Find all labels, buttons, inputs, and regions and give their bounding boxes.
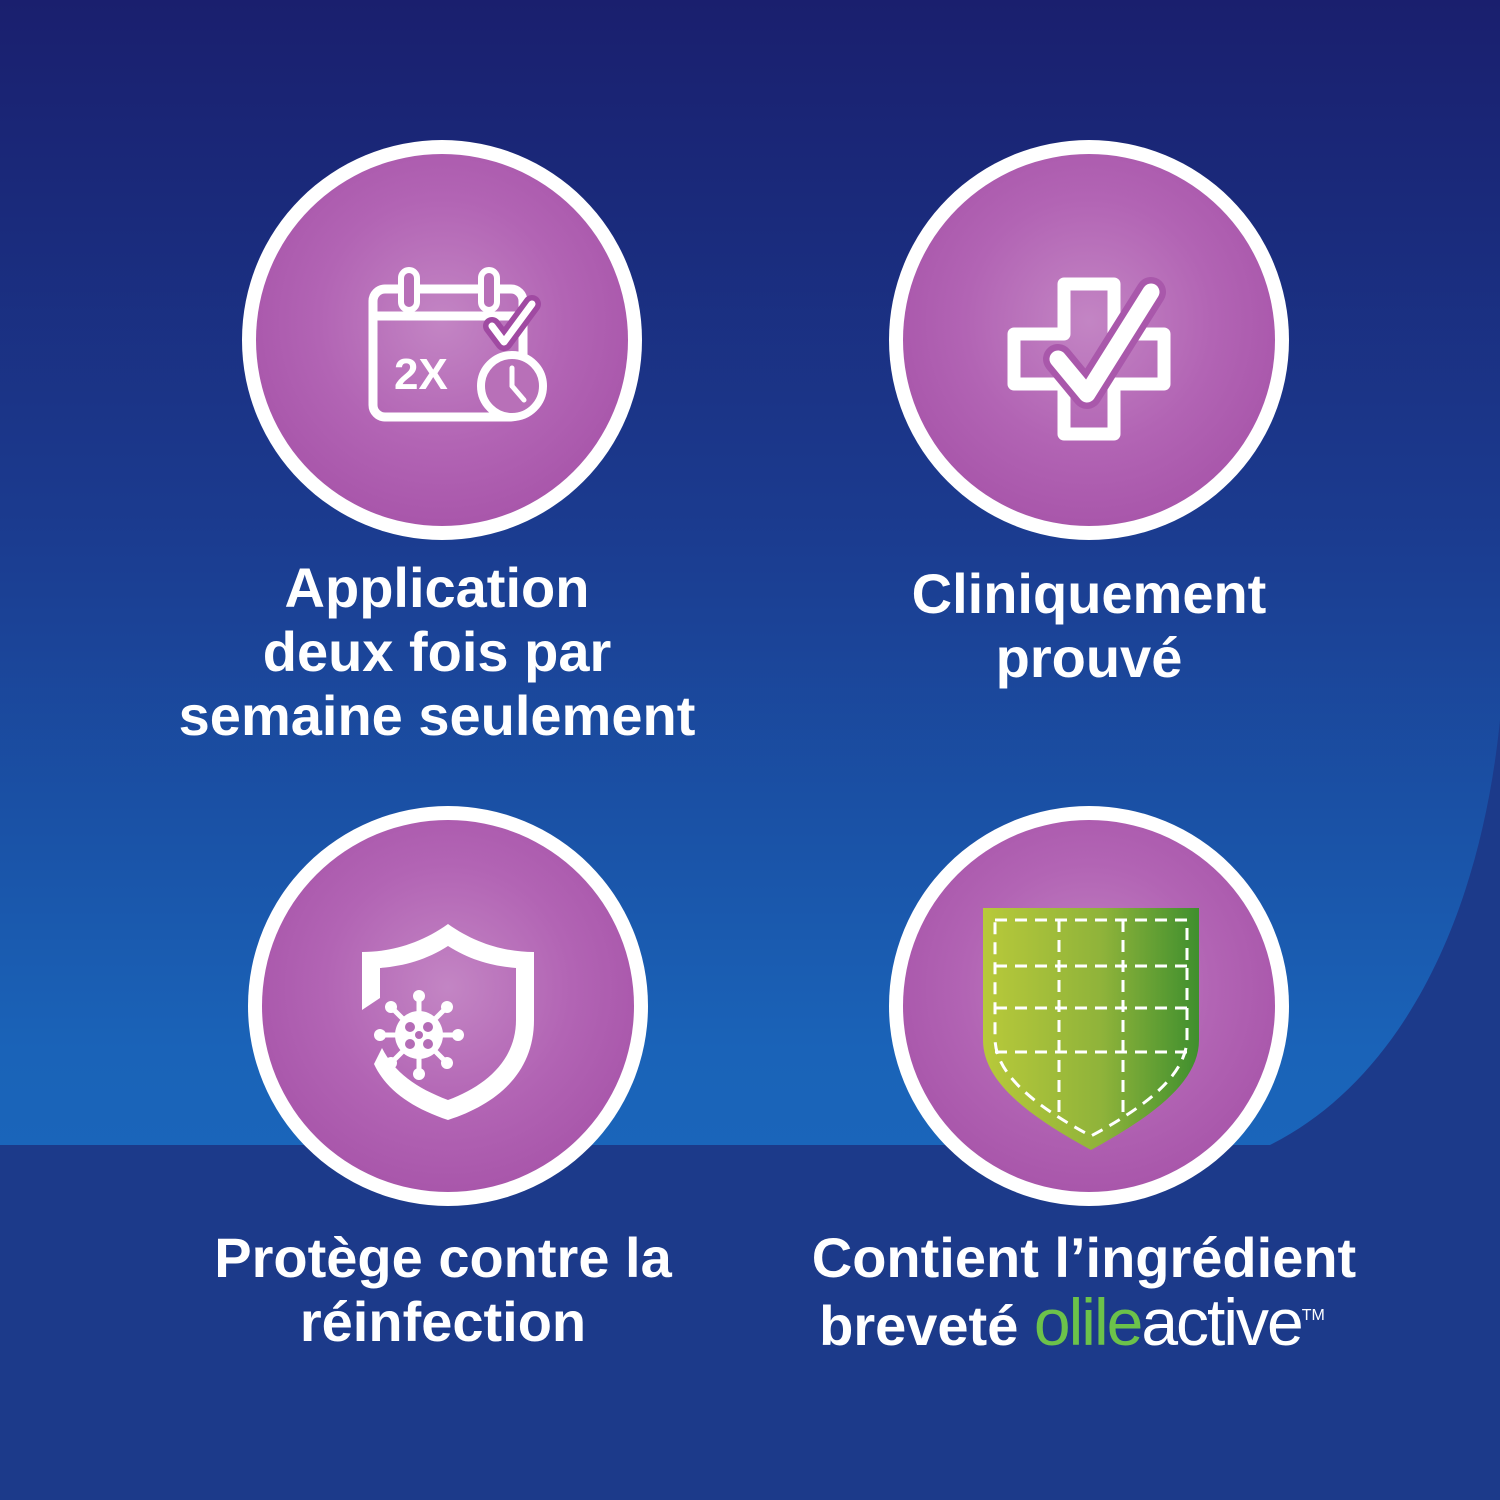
olileactive-brand-logo: olileactive xyxy=(1033,1285,1304,1359)
feature-caption-application: Application deux fois par semaine seulem… xyxy=(178,556,696,747)
calendar-check-clock-icon: 2X xyxy=(368,267,547,422)
feature-badge-protection xyxy=(248,806,648,1206)
feature-badge-ingredient xyxy=(889,806,1289,1206)
medical-cross-check-icon xyxy=(1007,277,1171,441)
feature-badge-clinical xyxy=(889,140,1289,540)
feature-caption-ingredient: Contient l’ingrédient breveté olileactiv… xyxy=(811,1226,1357,1359)
shield-virus-icon xyxy=(362,924,534,1120)
green-shield-grid-icon xyxy=(983,908,1199,1150)
svg-text:2X: 2X xyxy=(394,350,448,399)
feature-caption-clinical: Cliniquement prouvé xyxy=(911,562,1267,689)
feature-caption-protection: Protège contre la réinfection xyxy=(214,1226,672,1353)
feature-badge-application: 2X xyxy=(242,140,642,540)
trademark-symbol: TM xyxy=(1301,1307,1325,1324)
